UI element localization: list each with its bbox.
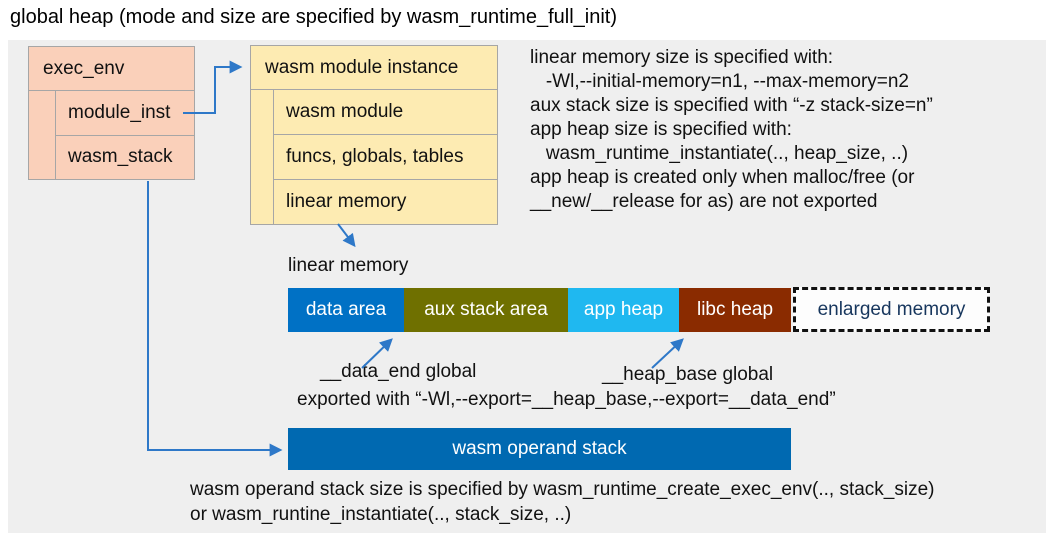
linear-memory-label: linear memory: [288, 255, 409, 276]
data-end-global-label: __data_end global: [320, 361, 477, 382]
note-line: wasm_runtime_instantiate(.., heap_size, …: [530, 143, 909, 164]
note-line: app heap is created only when malloc/fre…: [530, 167, 915, 188]
wasm-module-instance-header: wasm module instance: [251, 46, 497, 90]
module-instance-row-linear-memory: linear memory: [273, 180, 497, 224]
operand-stack-note-line1: wasm operand stack size is specified by …: [190, 479, 935, 500]
exported-flags-label: exported with “-Wl,--export=__heap_base,…: [297, 389, 836, 410]
note-line: app heap size is specified with:: [530, 119, 792, 140]
module-instance-row-funcs-globals-tables: funcs, globals, tables: [273, 135, 497, 180]
segment-libc-heap: libc heap: [679, 288, 791, 332]
segment-data-area: data area: [288, 288, 404, 332]
linear-memory-bar: data area aux stack area app heap libc h…: [288, 288, 791, 332]
page-title: global heap (mode and size are specified…: [10, 6, 617, 28]
operand-stack-note-line2: or wasm_runtine_instantiate(.., stack_si…: [190, 504, 572, 525]
note-line: linear memory size is specified with:: [530, 47, 834, 68]
exec-env-row-wasm-stack: wasm_stack: [55, 135, 194, 179]
note-line: aux stack size is specified with “-z sta…: [530, 95, 933, 116]
wasm-operand-stack-bar: wasm operand stack: [288, 428, 791, 470]
heap-base-global-label: __heap_base global: [602, 364, 774, 385]
memory-size-notes: linear memory size is specified with: -W…: [530, 46, 1042, 214]
segment-app-heap: app heap: [568, 288, 679, 332]
segment-enlarged-memory: enlarged memory: [793, 287, 990, 332]
wasm-module-instance-box: wasm module instance wasm module funcs, …: [250, 45, 498, 225]
note-line: -Wl,--initial-memory=n1, --max-memory=n2: [530, 71, 909, 92]
exec-env-row-module-inst: module_inst: [55, 91, 194, 136]
exec-env-box: exec_env module_inst wasm_stack: [28, 46, 195, 180]
note-line: __new/__release for as) are not exported: [530, 191, 878, 212]
exec-env-header: exec_env: [29, 47, 194, 91]
module-instance-row-wasm-module: wasm module: [273, 90, 497, 135]
segment-aux-stack-area: aux stack area: [404, 288, 568, 332]
